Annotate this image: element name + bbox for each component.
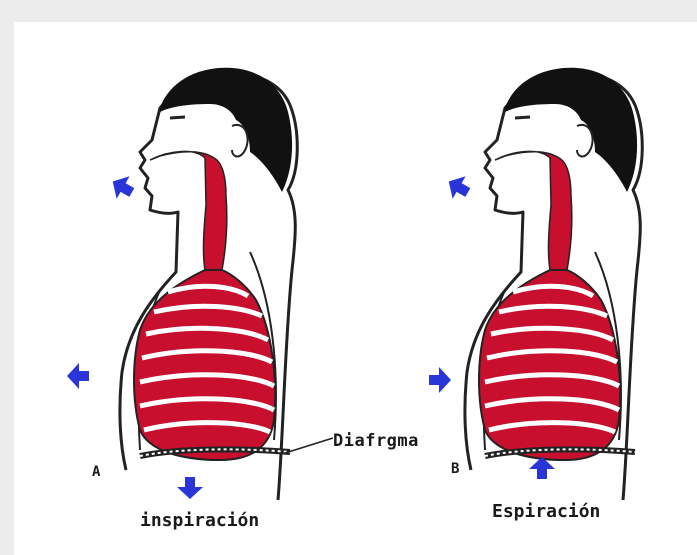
diaphragm-pointer bbox=[282, 438, 333, 454]
air-flow-arrow-icon bbox=[429, 367, 451, 393]
figure-a-person bbox=[120, 68, 297, 500]
air-flow-arrow-icon bbox=[106, 170, 138, 204]
figure-a-label: A bbox=[92, 464, 100, 480]
air-flow-arrow-icon bbox=[442, 170, 474, 204]
figure-b-label: B bbox=[451, 461, 459, 477]
air-flow-arrow-icon bbox=[177, 477, 203, 499]
figure-b-person bbox=[465, 68, 642, 500]
expiration-caption: Espiración bbox=[492, 501, 600, 522]
inspiration-caption: inspiración bbox=[140, 510, 259, 531]
air-flow-arrow-icon bbox=[67, 363, 89, 389]
diaphragm-label: Diafrgma bbox=[333, 431, 419, 451]
